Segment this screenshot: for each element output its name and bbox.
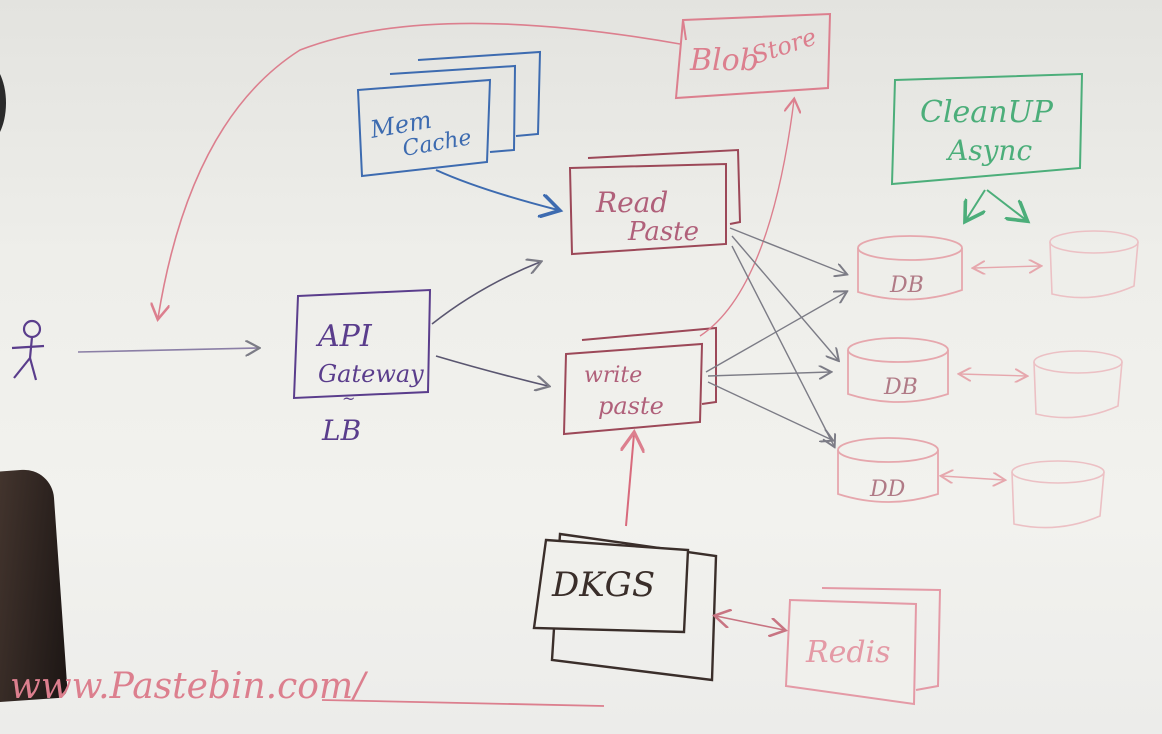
db-1-label: DB xyxy=(889,273,924,298)
dkgs-label: DKGS xyxy=(551,565,655,605)
dkgs-box: DKGS xyxy=(532,532,718,682)
cleanup-async-box: CleanUP Async xyxy=(890,72,1084,186)
gateway-to-read-arrow xyxy=(431,262,540,325)
person-head-shadow xyxy=(0,60,6,146)
api-gateway-label-2: Gateway xyxy=(318,360,424,388)
blob-to-user-arrow xyxy=(158,22,681,318)
db-cylinder-3: DD xyxy=(837,437,939,503)
pastebin-url-text: www.Pastebin.com/ xyxy=(10,666,369,707)
user-to-gateway-arrow xyxy=(77,348,258,352)
write-paste-box: write paste xyxy=(562,326,717,436)
stick-figure-icon xyxy=(11,319,45,381)
tilde-mark: ~ xyxy=(342,389,355,408)
db-2-label: DB xyxy=(883,375,918,400)
blob-store-box: Blob Store xyxy=(674,12,832,100)
cleanup-arrow-left xyxy=(966,189,986,220)
blob-store-label-1: Blob xyxy=(689,43,759,78)
url-underline xyxy=(321,699,605,707)
replication-arrow-3 xyxy=(942,476,1004,480)
cleanup-label-1: CleanUP xyxy=(920,95,1054,130)
db-cylinder-1: DB xyxy=(857,235,963,301)
read-to-db3-arrow xyxy=(731,245,834,446)
replica-cylinder-2 xyxy=(1033,350,1123,419)
cache-to-read-arrow xyxy=(435,169,558,210)
cleanup-arrow-right xyxy=(986,189,1026,220)
write-to-db3-arrow xyxy=(707,381,832,440)
cleanup-label-2: Async xyxy=(945,134,1032,167)
redis-box: Redis xyxy=(784,587,942,706)
blob-store-label-2: Store xyxy=(748,23,820,70)
db-3-label: DD xyxy=(869,477,906,502)
write-paste-label-1: write xyxy=(584,363,642,388)
api-gateway-label-1: API xyxy=(315,319,373,354)
replica-cylinder-1 xyxy=(1049,230,1139,299)
api-gateway-box: API Gateway xyxy=(292,288,432,400)
redis-label: Redis xyxy=(805,635,891,670)
write-to-db2-arrow xyxy=(707,372,830,376)
read-paste-box: Read Paste xyxy=(568,148,742,256)
gateway-to-write-arrow xyxy=(435,355,548,386)
dkgs-redis-arrow xyxy=(716,616,784,630)
db-cylinder-2: DB xyxy=(847,337,949,403)
read-paste-label-2: Paste xyxy=(627,217,699,247)
write-paste-label-2: paste xyxy=(598,392,664,420)
read-to-db1-arrow xyxy=(729,227,846,274)
dkgs-to-write-arrow xyxy=(626,434,634,527)
write-to-db1-arrow xyxy=(705,292,846,373)
mem-cache-box: Mem Cache xyxy=(356,50,542,178)
replication-arrow-1 xyxy=(974,266,1040,268)
replica-cylinder-3 xyxy=(1011,460,1105,529)
read-paste-label-1: Read xyxy=(595,186,668,219)
write-to-blob-arrow xyxy=(699,100,794,337)
replication-arrow-2 xyxy=(960,374,1026,376)
lb-label: LB xyxy=(321,414,361,447)
read-to-db2-arrow xyxy=(731,235,838,360)
